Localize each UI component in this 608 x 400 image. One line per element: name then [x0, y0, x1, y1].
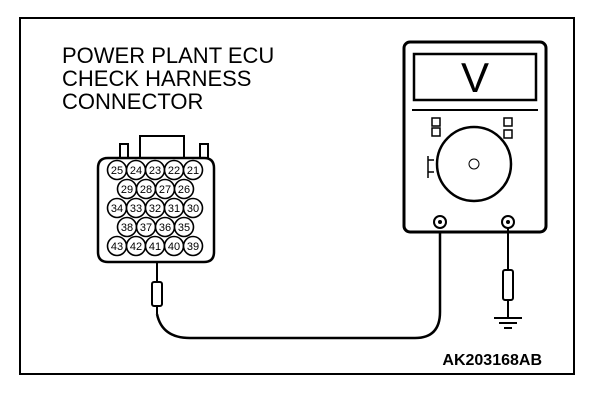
connector-pin-label: 27	[159, 184, 171, 196]
connector-pin-22: 22	[163, 159, 185, 181]
connector-pin-label: 25	[111, 165, 123, 177]
connector-pin-label: 42	[130, 241, 142, 253]
connector-pin-label: 43	[111, 241, 123, 253]
connector-pin-label: 41	[149, 241, 161, 253]
connector-pin-40: 40	[163, 235, 185, 257]
connector-pin-42: 42	[125, 235, 147, 257]
connector-pin-29: 29	[116, 178, 138, 200]
connector-pin-39: 39	[182, 235, 204, 257]
test-probe-icon	[151, 281, 163, 307]
connector-pin-35: 35	[173, 216, 195, 238]
connector-pin-24: 24	[125, 159, 147, 181]
connector-pin-41: 41	[144, 235, 166, 257]
connector-pin-label: 31	[168, 203, 180, 215]
connector-pin-label: 22	[168, 165, 180, 177]
ground-probe-icon	[502, 269, 514, 301]
connector-title: POWER PLANT ECU CHECK HARNESS CONNECTOR	[62, 44, 274, 113]
diagram-frame	[19, 17, 575, 375]
test-lead-wire	[155, 224, 442, 340]
ground-lead	[494, 228, 522, 329]
ground-symbol-icon	[494, 317, 522, 329]
connector-probe	[151, 262, 163, 314]
voltmeter-icon	[402, 40, 548, 234]
connector-pin-label: 21	[187, 165, 199, 177]
connector-pin-43: 43	[106, 235, 128, 257]
connector-pin-38: 38	[116, 216, 138, 238]
figure-code: AK203168AB	[442, 352, 542, 369]
connector-title-line-1: POWER PLANT ECU	[62, 43, 275, 68]
connector-pin-26: 26	[173, 178, 195, 200]
connector-pin-28: 28	[135, 178, 157, 200]
connector-pin-label: 38	[121, 222, 133, 234]
connector-pin-27: 27	[154, 178, 176, 200]
meter-display-symbol: V	[461, 54, 489, 101]
connector-title-line-3: CONNECTOR	[62, 89, 204, 114]
connector-pin-label: 23	[149, 165, 161, 177]
connector-pin-label: 29	[121, 184, 133, 196]
connector-pin-label: 35	[178, 222, 190, 234]
connector-pin-36: 36	[154, 216, 176, 238]
connector-pin-30: 30	[182, 197, 204, 219]
connector-pins: 25 24 23 22 21 29 28 27 26 34 33 32 31 30 38 37 36 35 43 42…	[106, 159, 204, 257]
connector-pin-label: 33	[130, 203, 142, 215]
connector-pin-23: 23	[144, 159, 166, 181]
connector-pin-37: 37	[135, 216, 157, 238]
connector-pin-33: 33	[125, 197, 147, 219]
connector-pin-label: 32	[149, 203, 161, 215]
connector-pin-label: 40	[168, 241, 180, 253]
connector-pin-label: 37	[140, 222, 152, 234]
connector-pin-label: 26	[178, 184, 190, 196]
connector-pin-25: 25	[106, 159, 128, 181]
connector-pin-label: 28	[140, 184, 152, 196]
connector-pin-label: 34	[111, 203, 123, 215]
harness-connector: 25 24 23 22 21 29 28 27 26 34 33 32 31 30 38 37 36 35 43 42…	[96, 135, 216, 264]
connector-pin-32: 32	[144, 197, 166, 219]
connector-pin-label: 36	[159, 222, 171, 234]
connector-pin-label: 39	[187, 241, 199, 253]
connector-title-line-2: CHECK HARNESS	[62, 66, 252, 91]
connector-pin-label: 24	[130, 165, 142, 177]
connector-pin-21: 21	[182, 159, 204, 181]
connector-pin-31: 31	[163, 197, 185, 219]
connector-pin-34: 34	[106, 197, 128, 219]
connector-pin-label: 30	[187, 203, 199, 215]
